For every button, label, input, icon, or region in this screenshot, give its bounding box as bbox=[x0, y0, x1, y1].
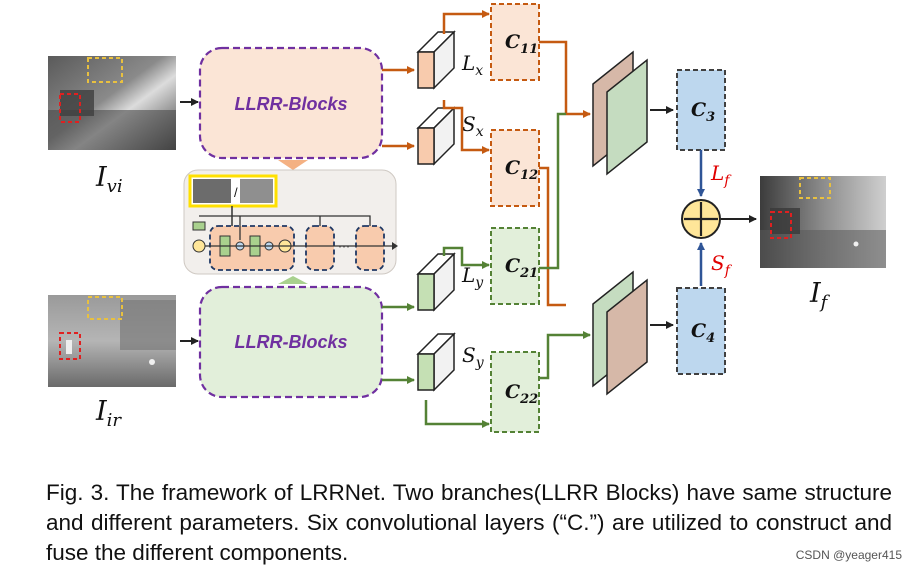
green-branch-arrows bbox=[382, 112, 591, 428]
bottom-block-to-inset-connector bbox=[278, 276, 308, 284]
fused-lowrank-featuremaps bbox=[592, 50, 648, 176]
conv-c3-label: C3 bbox=[691, 99, 715, 125]
llrr-block-top-label: LLRR-Blocks bbox=[234, 94, 347, 114]
caption-line-1: Fig. 3. The framework of LRRNet. Two bra… bbox=[46, 480, 736, 505]
llrr-block-top bbox=[198, 46, 384, 160]
caption-line-3: are utilized to construct and fuse the d… bbox=[46, 510, 892, 565]
conv-c3: C3 bbox=[676, 69, 726, 151]
conv-c12-label: C12 bbox=[505, 157, 538, 183]
feature-label-lx: Lx bbox=[461, 51, 483, 79]
feature-label-sx: Sx bbox=[462, 112, 484, 140]
lowrank-fused-label: Lf bbox=[710, 161, 732, 189]
output-label: If bbox=[809, 278, 831, 313]
feature-label-ly: Ly bbox=[461, 263, 484, 291]
feature-cube-ly bbox=[416, 252, 456, 312]
infrared-input-label: Iir bbox=[95, 396, 122, 431]
fusion-add-icon bbox=[681, 199, 721, 239]
visible-input-label: Ivi bbox=[95, 162, 123, 197]
caption-line-2: same structure and different parameters.… bbox=[46, 480, 892, 535]
orange-branch-arrows bbox=[382, 10, 591, 307]
feature-cube-sy bbox=[416, 332, 456, 392]
conv-c4-label: C4 bbox=[691, 320, 715, 346]
top-block-to-inset-connector bbox=[278, 160, 308, 170]
conv-c12: C12 bbox=[490, 129, 540, 207]
fused-output-image bbox=[760, 176, 886, 268]
conv-c22-label: C22 bbox=[505, 381, 538, 407]
conv-c21-label: C21 bbox=[505, 255, 538, 281]
infrared-input-image bbox=[48, 295, 176, 387]
llrr-block-bottom-label: LLRR-Blocks bbox=[234, 332, 347, 352]
conv-c11-label: C11 bbox=[505, 31, 538, 57]
conv-c21: C21 bbox=[490, 227, 540, 305]
sparse-fused-label: Sf bbox=[711, 251, 733, 279]
visible-input-image bbox=[48, 56, 176, 150]
svg-text:···: ··· bbox=[338, 239, 350, 253]
conv-c22: C22 bbox=[490, 351, 540, 433]
feature-cube-sx bbox=[416, 106, 456, 166]
conv-c4: C4 bbox=[676, 287, 726, 375]
conv-c11: C11 bbox=[490, 3, 540, 81]
feature-label-sy: Sy bbox=[462, 343, 485, 371]
figure-caption: Fig. 3. The framework of LRRNet. Two bra… bbox=[46, 478, 892, 568]
feature-cube-lx bbox=[416, 30, 456, 90]
watermark: CSDN @yeager415 bbox=[795, 548, 902, 562]
llrr-detail-inset: / ··· bbox=[183, 169, 398, 275]
fused-sparse-featuremaps bbox=[592, 270, 648, 396]
inset-separator: / bbox=[234, 185, 238, 200]
llrr-block-bottom bbox=[198, 285, 384, 399]
